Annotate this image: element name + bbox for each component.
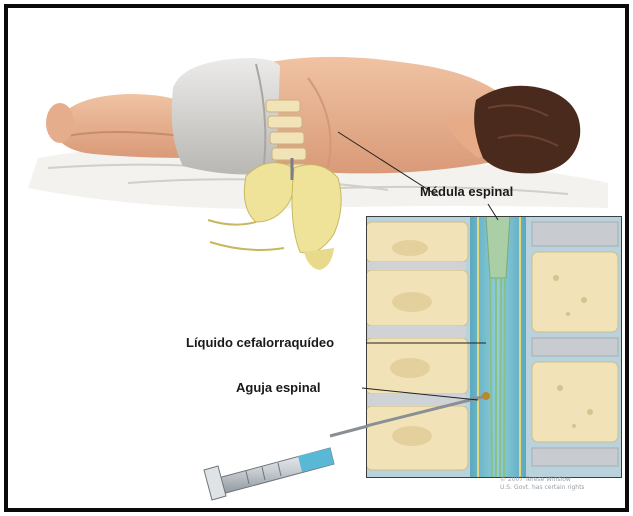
label-spinal-needle: Aguja espinal bbox=[236, 380, 321, 395]
lumbar-puncture-illustration bbox=[8, 8, 625, 508]
illustration-frame: Médula espinal Líquido cefalorraquídeo A… bbox=[4, 4, 629, 512]
spine-cross-section-inset bbox=[366, 216, 622, 478]
spinal-syringe bbox=[204, 426, 368, 500]
label-csf: Líquido cefalorraquídeo bbox=[186, 335, 334, 350]
copyright-line-2: U.S. Govt. has certain rights bbox=[500, 484, 585, 492]
vertebral-bodies-right bbox=[532, 222, 618, 466]
vertebral-bodies-left bbox=[366, 222, 468, 470]
copyright-notice: © 2007 Terese Winslow U.S. Govt. has cer… bbox=[500, 476, 585, 492]
copyright-line-1: © 2007 Terese Winslow bbox=[500, 476, 585, 484]
label-spinal-cord: Médula espinal bbox=[420, 184, 513, 199]
